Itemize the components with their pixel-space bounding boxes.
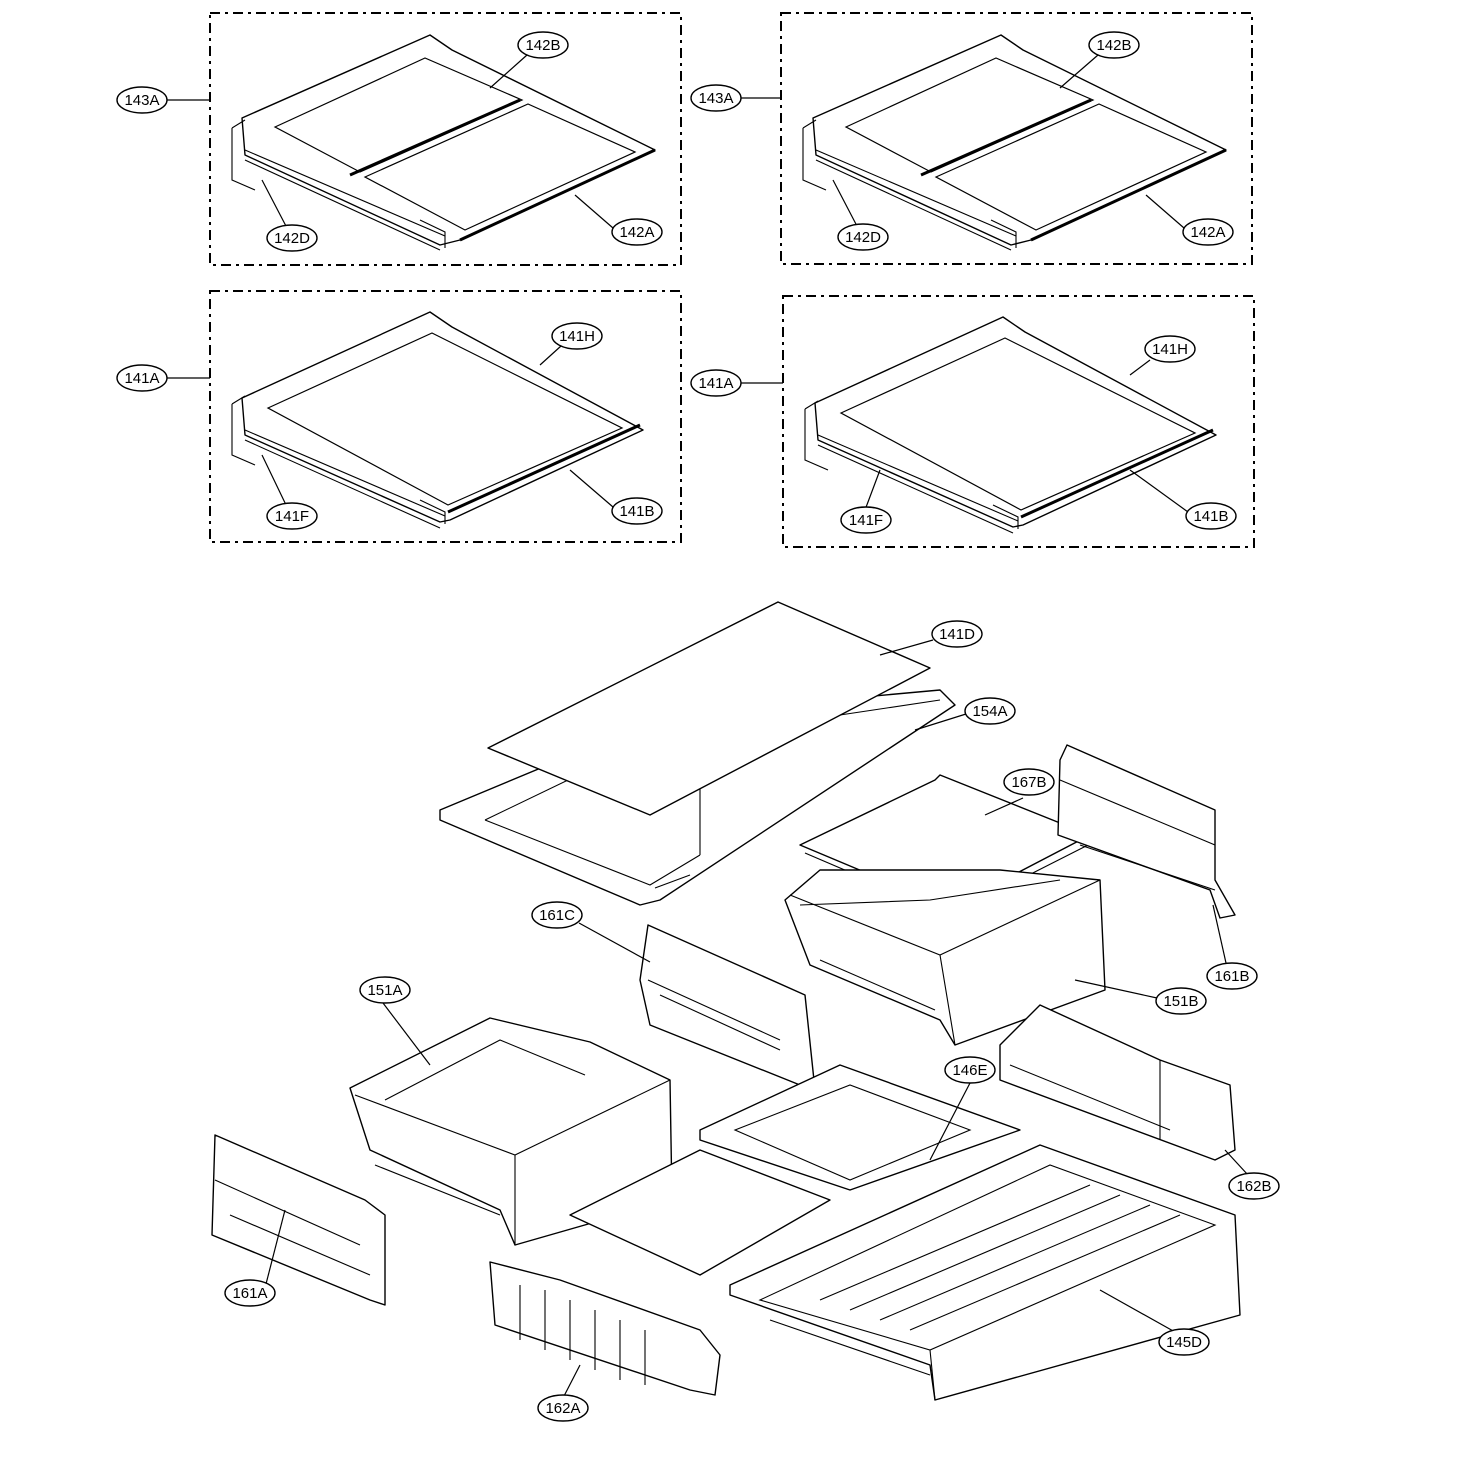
callout-167B: 167B (1003, 768, 1055, 796)
dashed-frame (782, 295, 1255, 548)
svg-text:161C: 161C (539, 907, 575, 924)
glass-panel-front (934, 103, 1208, 231)
callout-162B: 162B (1228, 1172, 1280, 1200)
callout-146E: 146E (944, 1056, 996, 1084)
callout-143A: 143A (116, 86, 168, 114)
svg-text:141H: 141H (559, 328, 595, 345)
right-side-panel-upper (1057, 744, 1236, 919)
right-side-panel-lower (999, 1004, 1236, 1161)
svg-text:146E: 146E (952, 1062, 987, 1079)
callout-142B: 142B (1088, 31, 1140, 59)
callout-141D: 141D (931, 620, 983, 648)
svg-text:167B: 167B (1011, 774, 1046, 791)
center-tray (699, 1064, 1021, 1191)
glass-panel-front (363, 103, 637, 231)
callout-141B: 141B (1185, 502, 1237, 530)
callout-141A: 141A (116, 364, 168, 392)
svg-text:141H: 141H (1152, 341, 1188, 358)
glass-panel (839, 337, 1197, 511)
right-drawer (784, 869, 1106, 1046)
glass-panel-rear (844, 57, 1095, 173)
dashed-frame (209, 290, 682, 543)
callout-142A: 142A (611, 218, 663, 246)
callout-143A: 143A (690, 84, 742, 112)
svg-text:161B: 161B (1214, 968, 1249, 985)
crisper-glass-cover (487, 601, 931, 816)
bottom-tray (729, 1144, 1241, 1401)
callout-162A: 162A (537, 1394, 589, 1422)
leader-lines (167, 54, 1249, 1399)
lower-divider (569, 1149, 831, 1276)
callout-151A: 151A (359, 976, 411, 1004)
callout-142D: 142D (837, 223, 889, 251)
callout-154A: 154A (964, 697, 1016, 725)
callout-141B: 141B (611, 497, 663, 525)
svg-text:141A: 141A (124, 370, 159, 387)
svg-text:142B: 142B (525, 37, 560, 54)
svg-text:151A: 151A (367, 982, 402, 999)
callout-161B: 161B (1206, 962, 1258, 990)
svg-text:142D: 142D (845, 229, 881, 246)
callout-142A: 142A (1182, 218, 1234, 246)
dashed-frame (209, 12, 682, 266)
svg-text:151B: 151B (1163, 993, 1198, 1010)
front-support-left (489, 1261, 721, 1396)
svg-text:141D: 141D (939, 626, 975, 643)
dashed-frame (780, 12, 1253, 265)
svg-text:143A: 143A (698, 90, 733, 107)
callout-142B: 142B (517, 31, 569, 59)
svg-text:141A: 141A (698, 375, 733, 392)
svg-text:141F: 141F (275, 508, 309, 525)
callout-161C: 161C (531, 901, 583, 929)
full-shelf-assembly-left (209, 290, 682, 543)
left-side-panel (211, 1134, 386, 1306)
glass-panel (266, 332, 624, 506)
callout-141A: 141A (690, 369, 742, 397)
callout-141H: 141H (1144, 335, 1196, 363)
svg-text:141B: 141B (1193, 508, 1228, 525)
svg-text:142A: 142A (619, 224, 654, 241)
glass-panel-rear (273, 57, 524, 173)
callout-145D: 145D (1158, 1328, 1210, 1356)
svg-text:161A: 161A (232, 1285, 267, 1302)
svg-text:141F: 141F (849, 512, 883, 529)
svg-text:145D: 145D (1166, 1334, 1202, 1351)
callout-151B: 151B (1155, 987, 1207, 1015)
svg-text:154A: 154A (972, 703, 1007, 720)
svg-text:162B: 162B (1236, 1178, 1271, 1195)
callout-141H: 141H (551, 322, 603, 350)
callout-141F: 141F (266, 502, 318, 530)
callout-161A: 161A (224, 1279, 276, 1307)
svg-text:142A: 142A (1190, 224, 1225, 241)
split-shelf-assembly-right (780, 12, 1253, 265)
callout-141F: 141F (840, 506, 892, 534)
svg-text:142D: 142D (274, 230, 310, 247)
center-divider-front (639, 924, 816, 1091)
svg-text:162A: 162A (545, 1400, 580, 1417)
svg-text:141B: 141B (619, 503, 654, 520)
svg-text:143A: 143A (124, 92, 159, 109)
svg-text:142B: 142B (1096, 37, 1131, 54)
callout-142D: 142D (266, 224, 318, 252)
split-shelf-assembly-left (209, 12, 682, 266)
full-shelf-assembly-right (782, 295, 1255, 548)
